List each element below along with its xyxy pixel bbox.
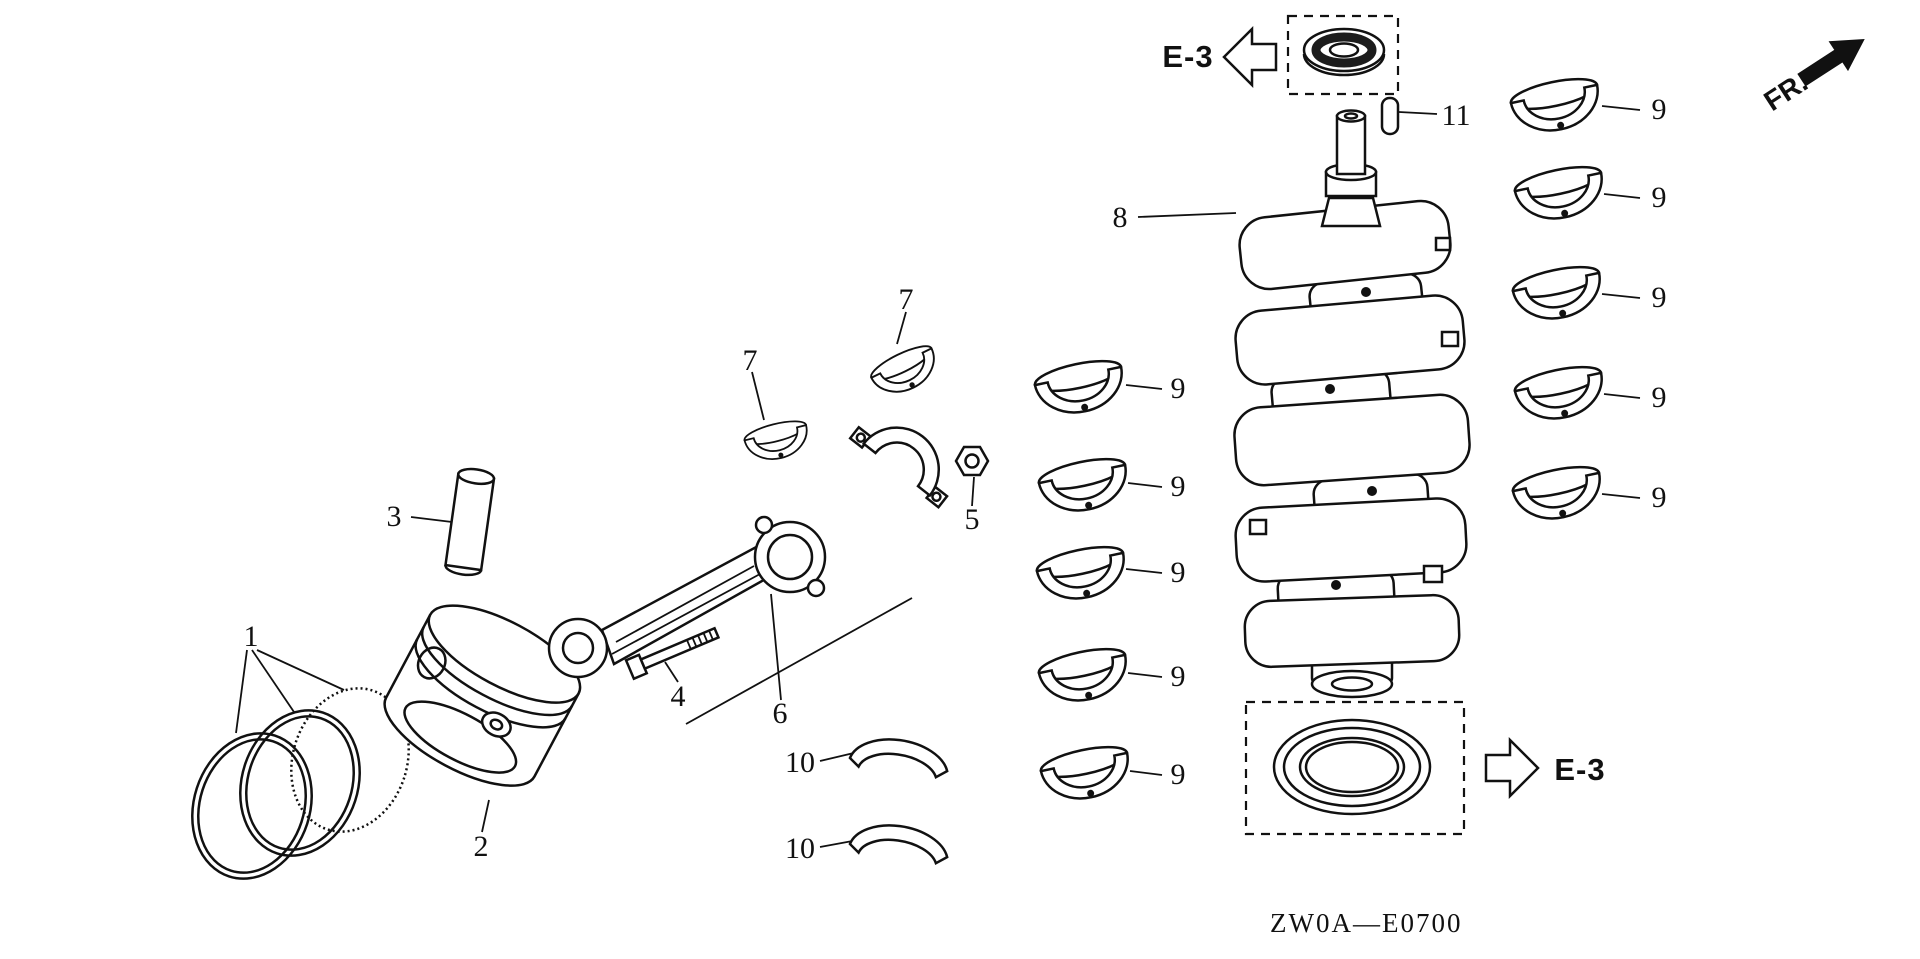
callout-9-main-bearing-l4: 9 xyxy=(1170,660,1186,693)
callout-9-main-bearing-l2: 9 xyxy=(1170,470,1186,503)
leader-line xyxy=(1601,493,1641,499)
rod-nut xyxy=(954,445,990,477)
thrust-washer-2 xyxy=(847,816,953,870)
piston-ring-set xyxy=(191,687,410,880)
piston-pin xyxy=(444,467,496,577)
figure-code: ZW0A—E0700 xyxy=(1270,908,1463,938)
leader-line xyxy=(770,593,782,701)
leader-line xyxy=(1125,384,1163,390)
leader-line xyxy=(251,649,295,713)
ref-e3-top: E-3 xyxy=(1162,39,1214,74)
callout-9-main-bearing-l5: 9 xyxy=(1170,758,1186,791)
main-bearing-left-3 xyxy=(1033,539,1132,608)
crankshaft xyxy=(1233,109,1471,699)
callout-8-crankshaft: 8 xyxy=(1112,201,1128,234)
leader-line xyxy=(1398,111,1438,115)
callout-9-main-bearing-l3: 9 xyxy=(1170,556,1186,589)
callout-6-connecting-rod: 6 xyxy=(772,697,788,730)
callout-10-thrust-washer-b: 10 xyxy=(785,832,815,865)
leader-line xyxy=(1125,568,1163,574)
ref-e3-bottom: E-3 xyxy=(1554,752,1606,787)
main-bearing-right-5 xyxy=(1509,459,1608,528)
callout-9-main-bearing-r3: 9 xyxy=(1651,281,1667,314)
callout-9-main-bearing-l1: 9 xyxy=(1170,372,1186,405)
leader-line xyxy=(1601,105,1641,111)
e3-arrow-right-icon xyxy=(1484,736,1540,800)
callout-1-piston-rings: 1 xyxy=(243,620,259,653)
callout-4-rod-bolt: 4 xyxy=(670,680,686,713)
piston xyxy=(383,604,582,787)
leader-line xyxy=(685,597,913,725)
leader-line xyxy=(1603,193,1641,199)
leader-line xyxy=(1129,770,1163,776)
leader-line xyxy=(664,661,679,683)
callout-7-rod-bearing-b: 7 xyxy=(898,283,914,316)
callout-10-thrust-washer-a: 10 xyxy=(785,746,815,779)
main-bearing-right-2 xyxy=(1511,159,1610,228)
callout-11-woodruff-key: 11 xyxy=(1441,99,1471,132)
main-bearing-left-5 xyxy=(1037,739,1136,808)
callout-2-piston: 2 xyxy=(473,830,489,863)
main-bearing-right-3 xyxy=(1509,259,1608,328)
leader-line xyxy=(481,799,490,833)
e3-bearing-assembly xyxy=(1286,14,1400,96)
leader-line xyxy=(971,476,975,507)
main-bearing-left-1 xyxy=(1031,353,1130,422)
leader-line xyxy=(410,516,453,523)
callout-9-main-bearing-r1: 9 xyxy=(1651,93,1667,126)
woodruff-key xyxy=(1380,96,1400,136)
callout-9-main-bearing-r5: 9 xyxy=(1651,481,1667,514)
leader-line xyxy=(896,311,907,345)
main-bearing-right-4 xyxy=(1511,359,1610,428)
fr-arrow-icon xyxy=(1797,39,1865,87)
rod-bearing-lower xyxy=(741,415,814,467)
rod-bearing-upper xyxy=(866,339,945,404)
rod-cap xyxy=(848,425,949,509)
callout-5-rod-nut: 5 xyxy=(964,503,980,536)
leader-line xyxy=(235,649,248,734)
leader-line xyxy=(256,649,345,691)
leader-line xyxy=(751,371,765,421)
main-bearing-right-1 xyxy=(1507,71,1606,140)
leader-line xyxy=(1137,212,1237,218)
rod-bolt xyxy=(624,626,721,681)
e3-oil-seal-assembly xyxy=(1244,700,1466,836)
main-bearing-left-2 xyxy=(1035,451,1134,520)
leader-line xyxy=(1601,293,1641,299)
leader-line xyxy=(1127,672,1163,678)
callout-3-piston-pin: 3 xyxy=(386,500,402,533)
callout-9-main-bearing-r2: 9 xyxy=(1651,181,1667,214)
leader-line xyxy=(1127,482,1163,488)
e3-arrow-left-icon xyxy=(1222,25,1278,89)
leader-line xyxy=(1603,393,1641,399)
connecting-rod xyxy=(547,515,827,679)
thrust-washer-1 xyxy=(847,730,953,784)
callout-7-rod-bearing-a: 7 xyxy=(742,344,758,377)
callout-9-main-bearing-r4: 9 xyxy=(1651,381,1667,414)
main-bearing-left-4 xyxy=(1035,641,1134,710)
